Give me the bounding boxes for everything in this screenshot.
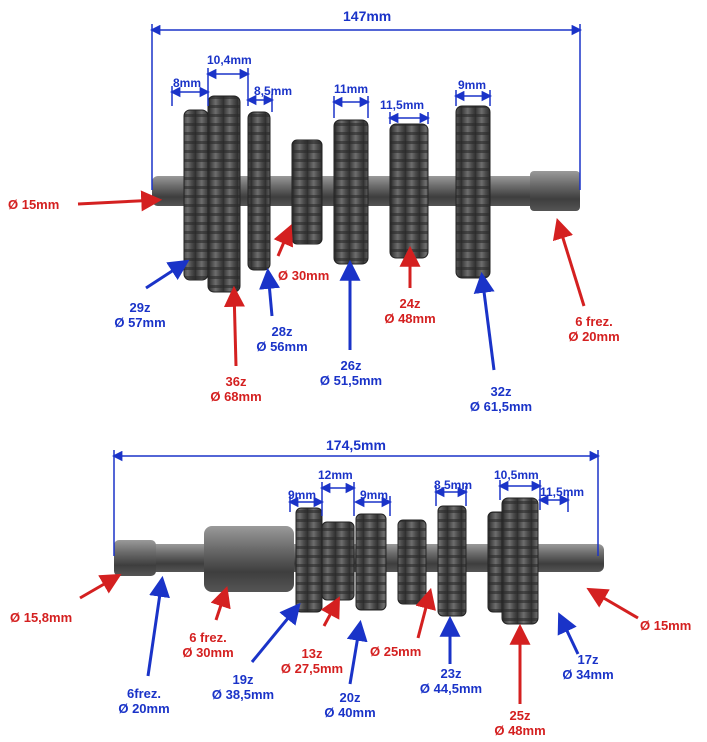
gear-23z-diameter: Ø 44,5mm bbox=[419, 681, 483, 696]
top-spline-callout: 6 frez. Ø 20mm bbox=[554, 314, 634, 344]
top-spline-count: 6 frez. bbox=[575, 314, 613, 329]
bottom-width-10-5mm: 10,5mm bbox=[494, 468, 539, 482]
gear-20z bbox=[355, 513, 387, 611]
bottom-mid-spline-callout: 6 frez. Ø 30mm bbox=[168, 630, 248, 660]
top-width-11mm: 11mm bbox=[334, 82, 369, 96]
gear-13z-teeth: 13z bbox=[301, 646, 323, 661]
top-spline-diameter: Ø 20mm bbox=[568, 329, 620, 344]
gear-32z-callout: 32z Ø 61,5mm bbox=[456, 384, 546, 414]
gear-25z-diameter: Ø 48mm bbox=[494, 723, 546, 738]
gear-17z-callout: 17z Ø 34mm bbox=[548, 652, 628, 682]
gear-24z bbox=[389, 123, 429, 259]
red-pointers bbox=[77, 190, 639, 704]
top-width-10-4mm: 10,4mm bbox=[207, 53, 252, 67]
gear-20z-callout: 20z Ø 40mm bbox=[310, 690, 390, 720]
gear-28z bbox=[247, 111, 271, 271]
top-width-11-5mm: 11,5mm bbox=[380, 98, 425, 112]
top-width-9mm: 9mm bbox=[458, 78, 487, 92]
gear-29z bbox=[183, 109, 209, 281]
bottom-left-spline-count: 6frez. bbox=[127, 686, 161, 701]
bottom-left-spline-diameter: Ø 20mm bbox=[118, 701, 170, 716]
gear-hub-25mm bbox=[397, 519, 427, 605]
gear-17z-teeth: 17z bbox=[577, 652, 599, 667]
bottom-left-diameter: Ø 15,8mm bbox=[10, 610, 73, 625]
top-spline-end bbox=[530, 171, 580, 211]
bottom-threaded-end bbox=[114, 540, 156, 576]
top-width-8mm: 8mm bbox=[173, 76, 202, 90]
gear-19z-diameter: Ø 38,5mm bbox=[211, 687, 275, 702]
bottom-dimension-lines bbox=[111, 450, 601, 556]
bottom-spline-30mm bbox=[204, 526, 294, 592]
bottom-mid-spline-diameter: Ø 30mm bbox=[182, 645, 234, 660]
gear-28z-teeth: 28z bbox=[271, 324, 293, 339]
gear-24z-diameter: Ø 48mm bbox=[384, 311, 436, 326]
gear-24z-callout: 24z Ø 48mm bbox=[370, 296, 450, 326]
gear-20z-teeth: 20z bbox=[339, 690, 361, 705]
bottom-shaft bbox=[114, 497, 604, 625]
gear-13z-diameter: Ø 27,5mm bbox=[280, 661, 344, 676]
gear-28z-diameter: Ø 56mm bbox=[256, 339, 308, 354]
gear-24z-teeth: 24z bbox=[399, 296, 421, 311]
gear-26z-teeth: 26z bbox=[340, 358, 362, 373]
bottom-width-9mm-a: 9mm bbox=[288, 488, 317, 502]
gear-32z bbox=[455, 105, 491, 279]
gear-13z bbox=[321, 521, 355, 601]
gear-32z-teeth: 32z bbox=[490, 384, 512, 399]
gear-19z bbox=[295, 507, 323, 613]
gear-29z-teeth: 29z bbox=[129, 300, 151, 315]
gear-25z-teeth: 25z bbox=[509, 708, 531, 723]
gear-36z-diameter: Ø 68mm bbox=[210, 389, 262, 404]
gear-19z-teeth: 19z bbox=[232, 672, 254, 687]
gear-26z bbox=[333, 119, 369, 265]
top-bore-diameter: Ø 30mm bbox=[278, 268, 330, 283]
gear-36z-callout: 36z Ø 68mm bbox=[196, 374, 276, 404]
bottom-length-label: 174,5mm bbox=[326, 437, 386, 453]
gear-29z-diameter: Ø 57mm bbox=[114, 315, 166, 330]
bottom-width-9mm-b: 9mm bbox=[360, 488, 389, 502]
gear-13z-callout: 13z Ø 27,5mm bbox=[262, 646, 362, 676]
gear-32z-diameter: Ø 61,5mm bbox=[469, 399, 533, 414]
gear-26z-callout: 26z Ø 51,5mm bbox=[306, 358, 396, 388]
gear-17z-diameter: Ø 34mm bbox=[562, 667, 614, 682]
gear-25z-callout: 25z Ø 48mm bbox=[480, 708, 560, 738]
blue-pointers bbox=[145, 259, 580, 685]
top-length-label: 147mm bbox=[343, 8, 392, 24]
gear-23z-callout: 23z Ø 44,5mm bbox=[406, 666, 496, 696]
gear-19z-callout: 19z Ø 38,5mm bbox=[198, 672, 288, 702]
gear-23z bbox=[437, 505, 467, 617]
top-width-8-5mm: 8,5mm bbox=[254, 84, 293, 98]
gear-20z-diameter: Ø 40mm bbox=[324, 705, 376, 720]
top-shaft bbox=[152, 95, 580, 293]
gear-hub-30mm bbox=[291, 139, 323, 245]
gear-29z-callout: 29z Ø 57mm bbox=[100, 300, 180, 330]
gear-36z bbox=[207, 95, 241, 293]
bottom-right-diameter: Ø 15mm bbox=[640, 618, 692, 633]
gear-28z-callout: 28z Ø 56mm bbox=[242, 324, 322, 354]
top-dimension-lines bbox=[149, 24, 583, 190]
bottom-width-8-5mm: 8,5mm bbox=[434, 478, 473, 492]
bottom-mid-spline-count: 6 frez. bbox=[189, 630, 227, 645]
gear-36z-teeth: 36z bbox=[225, 374, 247, 389]
gear-26z-diameter: Ø 51,5mm bbox=[319, 373, 383, 388]
gear-23z-teeth: 23z bbox=[440, 666, 462, 681]
bottom-left-spline-callout: 6frez. Ø 20mm bbox=[104, 686, 184, 716]
gear-25z bbox=[501, 497, 539, 625]
bottom-width-12mm: 12mm bbox=[318, 468, 353, 482]
bottom-width-11-5mm: 11,5mm bbox=[540, 485, 585, 499]
top-end-diameter: Ø 15mm bbox=[8, 197, 60, 212]
bottom-bore-diameter: Ø 25mm bbox=[370, 644, 422, 659]
